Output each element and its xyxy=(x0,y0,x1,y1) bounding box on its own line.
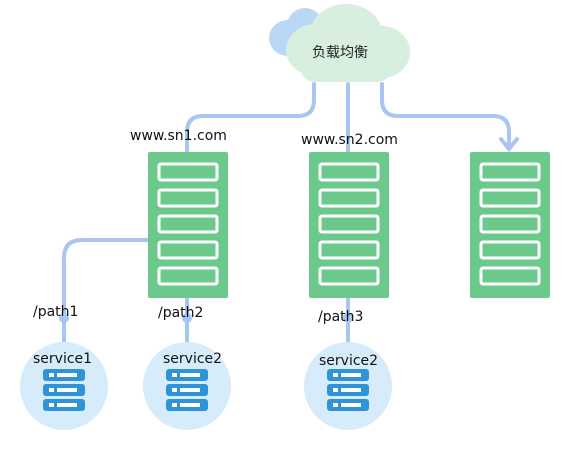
path-label-2: /path2 xyxy=(158,305,204,321)
load-balancer-label: 负载均衡 xyxy=(312,45,368,61)
server-icon xyxy=(166,369,208,411)
service-label-2: service2 xyxy=(163,351,223,367)
service-node-1 xyxy=(20,342,108,430)
server-rack-1 xyxy=(146,150,230,300)
cloud-connectors xyxy=(185,82,519,154)
path-label-3: /path3 xyxy=(318,309,364,325)
server-icon xyxy=(43,369,85,411)
server-rack-3 xyxy=(468,150,552,300)
path-label-1: /path1 xyxy=(33,304,79,320)
server-rack-2 xyxy=(307,150,391,300)
host-label-1: www.sn1.com xyxy=(130,128,227,144)
service-label-1: service1 xyxy=(33,351,93,367)
service-label-3: service2 xyxy=(319,353,379,369)
host-label-2: www.sn2.com xyxy=(301,132,398,148)
server-icon xyxy=(327,369,369,411)
connector-dots xyxy=(59,313,353,323)
load-balancer-cloud xyxy=(269,4,410,82)
service-node-2 xyxy=(143,342,231,430)
service-node-3 xyxy=(304,342,392,430)
